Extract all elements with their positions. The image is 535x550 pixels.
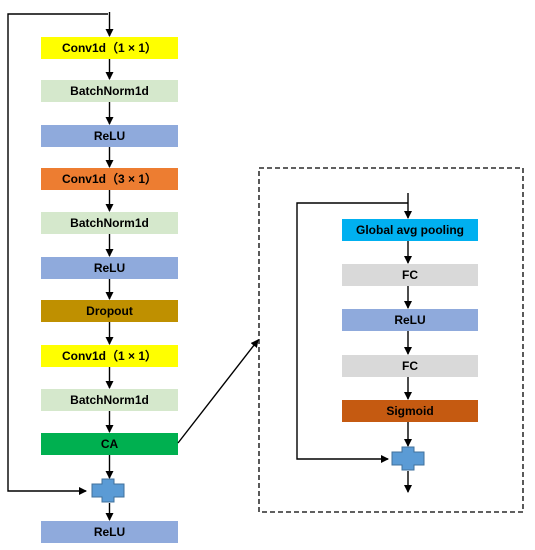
ca-block-4: FC	[342, 355, 478, 377]
ca-block-3-label: ReLU	[394, 313, 425, 327]
ca-block-1-box	[342, 219, 478, 241]
output-relu-block: ReLU	[41, 521, 178, 543]
output-relu-block-label: ReLU	[94, 525, 125, 539]
main-block-1-box	[41, 37, 178, 59]
main-block-9-label: BatchNorm1d	[70, 393, 149, 407]
main-block-8-label: Conv1d（1 × 1）	[62, 348, 157, 363]
ca-skip-connection-line	[296, 202, 408, 463]
main-block-5: BatchNorm1d	[41, 212, 178, 234]
main-block-10-box	[41, 433, 178, 455]
main-block-1: Conv1d（1 × 1）	[41, 37, 178, 59]
ca-block-1: Global avg pooling	[342, 219, 478, 241]
ca-zoom-connector	[177, 339, 259, 444]
main-block-2-label: BatchNorm1d	[70, 84, 149, 98]
main-block-9: BatchNorm1d	[41, 389, 178, 411]
main-block-10-label: CA	[101, 437, 119, 451]
ca-block-5-label: Sigmoid	[386, 404, 433, 418]
main-block-6-box	[41, 257, 178, 279]
multiply-operation-icon	[391, 446, 425, 471]
add-operation-icon	[91, 478, 125, 503]
ca-block-5: Sigmoid	[342, 400, 478, 422]
main-block-5-box	[41, 212, 178, 234]
main-block-3: ReLU	[41, 125, 178, 147]
main-block-7-label: Dropout	[86, 304, 133, 318]
main-block-4-box	[41, 168, 178, 190]
ca-block-3: ReLU	[342, 309, 478, 331]
ca-block-3-box	[342, 309, 478, 331]
ca-block-4-box	[342, 355, 478, 377]
main-block-7: Dropout	[41, 300, 178, 322]
main-block-2: BatchNorm1d	[41, 80, 178, 102]
main-block-6-label: ReLU	[94, 261, 125, 275]
main-block-7-box	[41, 300, 178, 322]
main-block-5-label: BatchNorm1d	[70, 216, 149, 230]
main-block-8-box	[41, 345, 178, 367]
main-block-3-box	[41, 125, 178, 147]
main-block-4: Conv1d（3 × 1）	[41, 168, 178, 190]
main-block-1-label: Conv1d（1 × 1）	[62, 40, 157, 55]
ca-detail-frame	[258, 167, 524, 513]
main-block-10: CA	[41, 433, 178, 455]
main-block-9-box	[41, 389, 178, 411]
skip-connection-line	[7, 13, 108, 495]
main-block-4-label: Conv1d（3 × 1）	[62, 171, 157, 186]
main-block-2-box	[41, 80, 178, 102]
main-block-8: Conv1d（1 × 1）	[41, 345, 178, 367]
ca-block-2: FC	[342, 264, 478, 286]
ca-block-1-label: Global avg pooling	[356, 223, 464, 237]
ca-block-5-box	[342, 400, 478, 422]
main-block-3-label: ReLU	[94, 129, 125, 143]
ca-block-2-label: FC	[402, 268, 418, 282]
output-relu-block-box	[41, 521, 178, 543]
ca-block-4-label: FC	[402, 359, 418, 373]
ca-block-2-box	[342, 264, 478, 286]
main-block-6: ReLU	[41, 257, 178, 279]
